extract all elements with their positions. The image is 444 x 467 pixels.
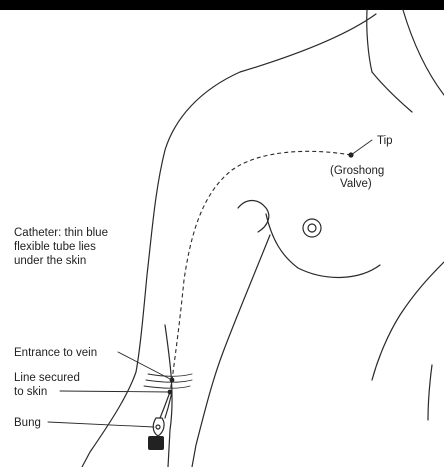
- groshong-label-line1: (Groshong: [330, 165, 384, 177]
- bung-leader: [48, 422, 154, 427]
- pec-line: [266, 214, 380, 277]
- bung-label: Bung: [14, 417, 41, 429]
- inner-arm-outline: [192, 235, 270, 467]
- entrance-leader: [118, 352, 172, 380]
- catheter-label-line2: flexible tube lies: [14, 241, 96, 253]
- chest-right-outline: [372, 262, 444, 380]
- catheter-label-line1: Catheter: thin blue: [14, 227, 108, 239]
- groshong-label-line2: Valve): [340, 178, 372, 190]
- catheter-label-line3: under the skin: [14, 255, 86, 267]
- entrance-label: Entrance to vein: [14, 347, 97, 359]
- tip-leader: [351, 140, 372, 155]
- secured-leader: [60, 391, 170, 392]
- lower-torso-outline: [428, 365, 432, 420]
- bung-icon: [148, 418, 164, 450]
- armpit-outline: [238, 201, 269, 233]
- collarbone-inner: [372, 72, 412, 112]
- nipple-icon: [303, 219, 321, 237]
- neck-right-outline: [403, 10, 444, 95]
- top-black-band: [0, 0, 444, 10]
- secured-label-line1: Line secured: [14, 372, 80, 384]
- catheter-path: [170, 151, 351, 392]
- securing-bands: [144, 374, 192, 388]
- torso-outline: [82, 10, 444, 467]
- secured-label-line2: to skin: [14, 386, 47, 398]
- tip-label: Tip: [377, 135, 393, 147]
- shoulder-arm-outline: [82, 14, 376, 467]
